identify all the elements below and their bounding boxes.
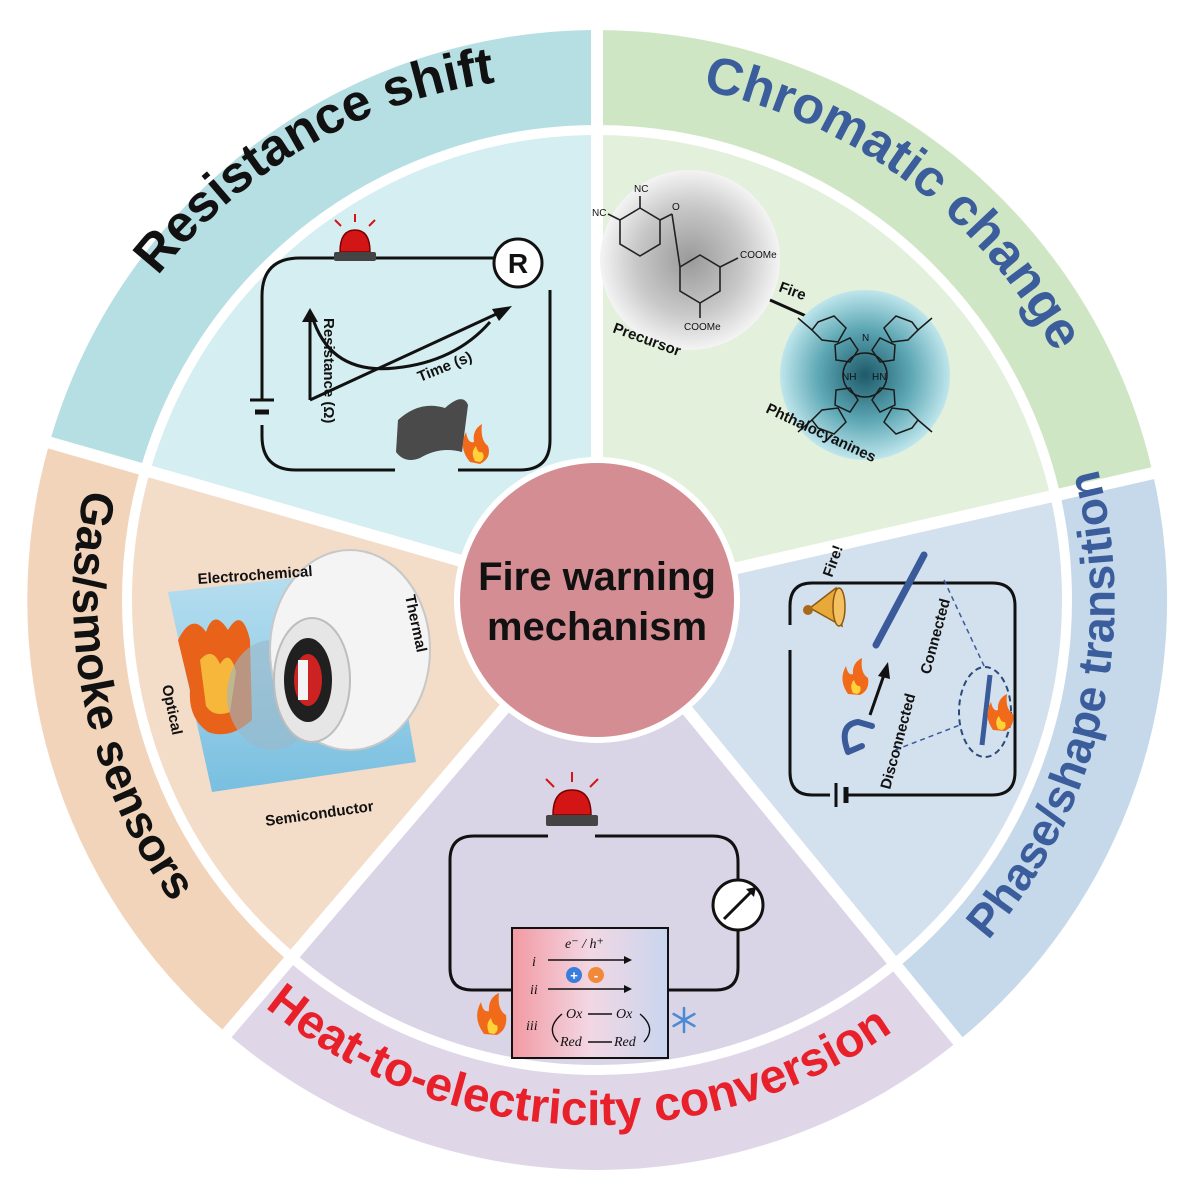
sensor-film-icon (396, 399, 468, 460)
aza-nitrogen-label: N (862, 333, 869, 344)
phthalocyanine-glow (780, 290, 950, 460)
inner-ring-border (122, 125, 1072, 1075)
transition-arrowhead (878, 662, 890, 679)
red-label-left: Red (559, 1035, 583, 1050)
zoom-guide-top (943, 579, 986, 669)
mechanism-ii-label: ii (530, 983, 538, 998)
ox-label-left: Ox (566, 1007, 583, 1022)
flame-icon-heat (477, 993, 507, 1035)
zoomed-element (979, 674, 993, 746)
minus-ion-label: - (594, 968, 598, 983)
transition-arrow (868, 671, 887, 716)
red-label-right: Red (613, 1035, 637, 1050)
zoom-guide-bottom (894, 724, 961, 751)
heat-inner-panel (292, 600, 895, 1071)
smoke-detector-device (269, 549, 431, 751)
ester-label-1: COOMe (740, 250, 777, 261)
alarm-siren-icon (334, 214, 376, 261)
meter-needle-head (746, 887, 756, 897)
thermoelectric-cell (511, 927, 669, 1059)
mechanism-ii-arrowhead (624, 985, 632, 993)
plus-ion-icon (566, 967, 582, 983)
resistance-axis-label: Resistance (Ω) (320, 318, 337, 423)
resistance-circuit: R (250, 237, 552, 472)
mechanism-i-arrowhead (624, 956, 632, 964)
connected-element (872, 551, 928, 649)
minus-ion-icon (588, 967, 604, 983)
phase-circuit (788, 581, 1017, 807)
ester-label-2: COOMe (684, 322, 721, 333)
plus-ion-label: + (570, 968, 578, 983)
pyrrole-nh-label: NH (842, 372, 856, 383)
mechanism-iii-label: iii (526, 1019, 538, 1034)
resistor-symbol (492, 237, 544, 289)
meter-needle (722, 889, 754, 921)
zoom-circle (958, 666, 1012, 758)
precursor-molecule (607, 196, 739, 318)
phthalocyanine-molecule (797, 315, 933, 435)
ether-oxygen-label: O (672, 202, 680, 213)
nitrile-label-2: NC (592, 208, 606, 219)
flame-icon-phase-left (842, 658, 869, 695)
resistance-curve (310, 315, 492, 371)
disconnected-element (841, 718, 875, 755)
pyrrole-hn-label: HN (872, 372, 886, 383)
nitrile-label-1: NC (634, 184, 648, 195)
flame-icon-phase-right (987, 694, 1014, 731)
center-title-line2: mechanism (487, 605, 707, 649)
heat-circuit (448, 834, 765, 992)
center-disk (460, 463, 734, 737)
mechanism-i-label: i (532, 955, 536, 970)
snowflake-icon (672, 1006, 696, 1034)
flame-icon-resistance (462, 424, 489, 464)
center-title-line1: Fire warning (478, 555, 716, 599)
redox-cycle-arrows (551, 1013, 651, 1043)
resistance-inner-panel (145, 130, 597, 600)
precursor-glow (600, 170, 780, 350)
alarm-horn-icon (803, 586, 846, 628)
alarm-siren-icon-heat (545, 772, 599, 826)
resistor-symbol-label: R (508, 248, 528, 279)
carrier-label: e⁻ / h⁺ (565, 937, 604, 952)
ox-label-right: Ox (616, 1007, 633, 1022)
